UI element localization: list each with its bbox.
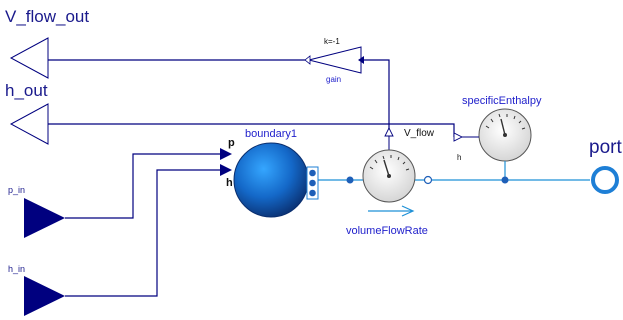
output-v-flow-out[interactable]: V_flow_out (5, 7, 89, 79)
boundary1-p-connector[interactable] (220, 148, 232, 160)
real-output-triangle[interactable] (9, 103, 49, 145)
boundary1-sphere[interactable] (233, 142, 309, 218)
boundary1-h-label: h (226, 177, 233, 189)
p-in-label: p_in (8, 185, 25, 195)
enthalpy-signal-label: h (457, 153, 461, 162)
h-out-label: h_out (5, 81, 48, 100)
fluid-port[interactable]: port (589, 137, 622, 194)
gain-block[interactable]: k=-1 gain (304, 37, 364, 84)
connection-vflow-to-gain[interactable] (361, 59, 390, 132)
vflow-port-a[interactable] (346, 176, 354, 184)
boundary1-fluid-ports[interactable] (306, 166, 319, 200)
vflow-port-b[interactable] (423, 175, 433, 185)
port-label: port (589, 137, 622, 158)
vflow-output-connector[interactable] (384, 126, 394, 137)
input-p-in[interactable]: p_in (8, 185, 65, 238)
real-output-triangle[interactable] (9, 37, 49, 79)
vflow-signal-label: V_flow (404, 128, 435, 139)
boundary1-h-connector[interactable] (220, 164, 232, 176)
enthalpy-gauge-needle (500, 118, 506, 136)
gain-input-connector[interactable] (358, 56, 364, 64)
connection-pin-to-p[interactable] (65, 153, 222, 219)
connection-hin-to-h[interactable] (65, 169, 222, 297)
boundary1-component[interactable]: boundary1 p h (220, 128, 319, 218)
port-connector[interactable] (591, 166, 619, 194)
enthalpy-output-connector[interactable] (453, 132, 464, 142)
gain-k-label: k=-1 (324, 37, 340, 46)
vflow-gauge-ticks (369, 155, 410, 171)
volume-flow-rate-sensor[interactable]: V_flow volumeFlowRate (346, 126, 435, 237)
flow-direction-arrow (368, 205, 415, 217)
enthalpy-gauge-ticks (485, 113, 526, 130)
gain-output-connector[interactable] (304, 55, 311, 65)
boundary1-p-label: p (228, 137, 235, 149)
real-input-triangle[interactable] (24, 276, 65, 316)
boundary1-name: boundary1 (245, 128, 297, 140)
input-h-in[interactable]: h_in (8, 264, 65, 316)
specific-enthalpy-name: specificEnthalpy (462, 95, 542, 107)
enthalpy-port[interactable] (501, 176, 509, 184)
volume-flow-rate-name: volumeFlowRate (346, 225, 428, 237)
output-h-out[interactable]: h_out (5, 81, 49, 145)
gain-triangle[interactable] (308, 46, 362, 74)
real-input-triangle[interactable] (24, 198, 65, 238)
h-in-label: h_in (8, 264, 25, 274)
specific-enthalpy-sensor[interactable]: specificEnthalpy h (453, 95, 542, 184)
v-flow-out-label: V_flow_out (5, 7, 89, 26)
vflow-gauge-needle (383, 159, 390, 177)
gain-name-label: gain (326, 75, 341, 84)
